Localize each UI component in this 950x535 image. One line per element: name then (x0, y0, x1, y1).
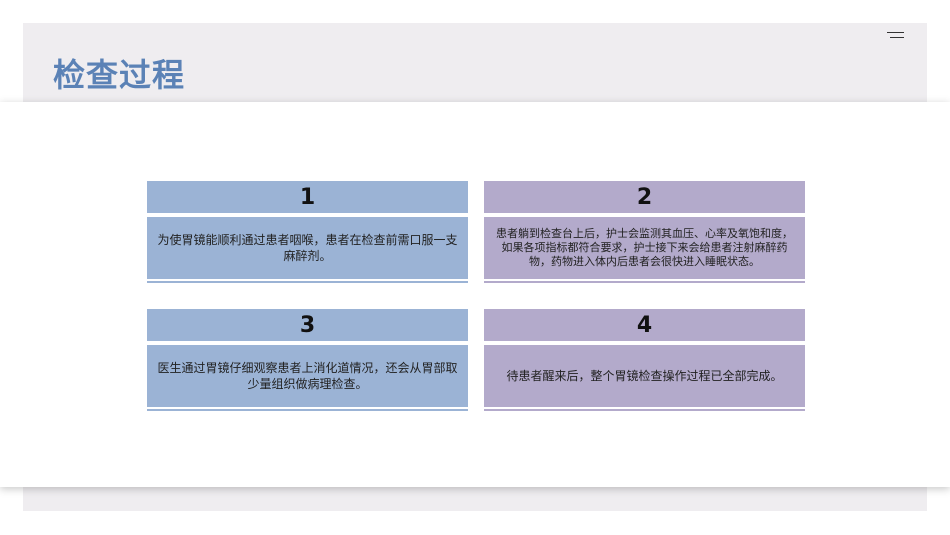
step-number: 3 (147, 309, 468, 341)
step-divider (484, 281, 805, 283)
step-divider (147, 409, 468, 411)
step-text: 为使胃镜能顺利通过患者咽喉，患者在检查前需口服一支麻醉剂。 (147, 217, 468, 279)
step-number: 2 (484, 181, 805, 213)
page-title: 检查过程 (53, 56, 186, 94)
step-text: 待患者醒来后，整个胃镜检查操作过程已全部完成。 (484, 345, 805, 407)
content-card: 1 为使胃镜能顺利通过患者咽喉，患者在检查前需口服一支麻醉剂。 2 患者躺到检查… (0, 102, 950, 487)
step-divider (147, 281, 468, 283)
menu-icon[interactable] (886, 32, 904, 42)
step-1: 1 为使胃镜能顺利通过患者咽喉，患者在检查前需口服一支麻醉剂。 (147, 181, 468, 283)
step-number: 1 (147, 181, 468, 213)
step-3: 3 医生通过胃镜仔细观察患者上消化道情况，还会从胃部取少量组织做病理检查。 (147, 309, 468, 411)
step-divider (484, 409, 805, 411)
step-4: 4 待患者醒来后，整个胃镜检查操作过程已全部完成。 (484, 309, 805, 411)
step-text: 患者躺到检查台上后，护士会监测其血压、心率及氧饱和度，如果各项指标都符合要求，护… (484, 217, 805, 279)
step-number: 4 (484, 309, 805, 341)
step-2: 2 患者躺到检查台上后，护士会监测其血压、心率及氧饱和度，如果各项指标都符合要求… (484, 181, 805, 283)
step-text: 医生通过胃镜仔细观察患者上消化道情况，还会从胃部取少量组织做病理检查。 (147, 345, 468, 407)
